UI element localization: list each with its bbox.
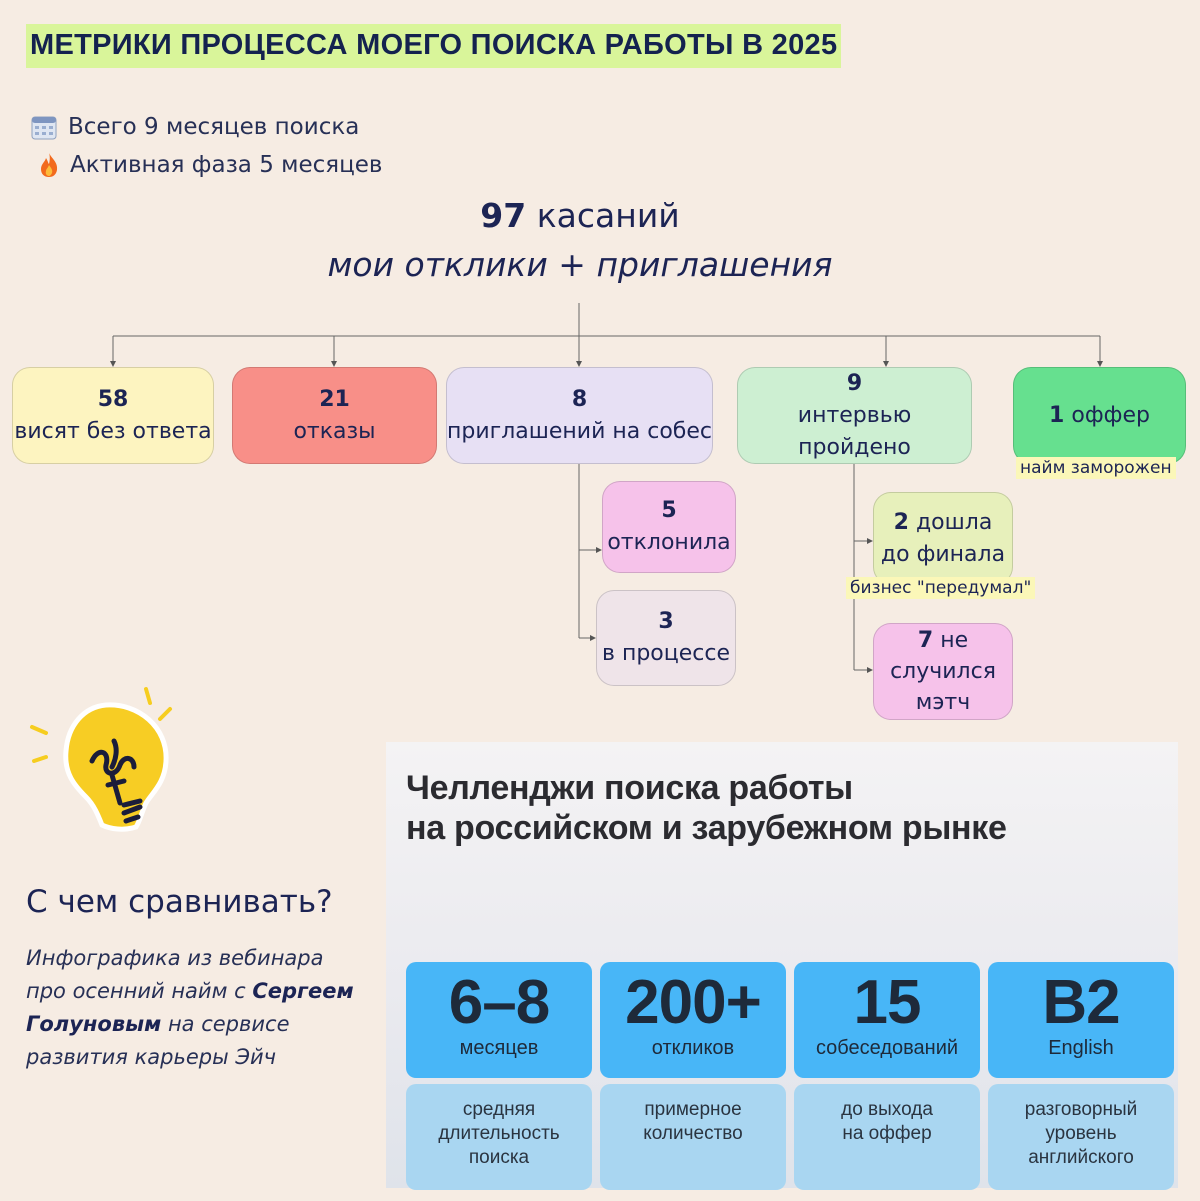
stat-card-english-value: B2 <box>1042 968 1120 1037</box>
box-no-match-line1: 7 не <box>918 625 968 656</box>
box-no-answer-number: 58 <box>97 386 129 412</box>
stat-card-interviews-desc: до выхода на оффер <box>794 1084 980 1190</box>
offer-note: найм заморожен <box>1016 457 1176 479</box>
box-no-match: 7 не случился мэтч <box>873 623 1013 720</box>
final-note: бизнес "передумал" <box>846 577 1036 599</box>
stat-card-english-unit: English <box>1048 1037 1114 1059</box>
stat-card-interviews-unit: собеседований <box>815 1037 959 1059</box>
stat-card-duration: 6–8 месяцев средняя длительность поиска <box>406 962 592 1190</box>
stat-card-desc-line: длительность <box>438 1123 560 1144</box>
box-declined-label: отклонила <box>607 530 731 555</box>
stat-card-desc-line: средняя <box>462 1099 536 1120</box>
stat-card-interviews: 15 собеседований до выхода на оффер <box>794 962 980 1190</box>
box-invitations: 8 приглашений на собес <box>446 367 713 464</box>
box-offer-label: оффер <box>1071 402 1150 428</box>
box-offer-text: 1 оффер <box>1049 400 1150 432</box>
calendar-icon <box>30 113 58 141</box>
stat-card-responses-unit: откликов <box>651 1037 735 1059</box>
box-interviews-label: интервью пройдено <box>797 402 912 460</box>
box-no-match-label-c: мэтч <box>915 690 971 715</box>
stat-card-duration-top: 6–8 месяцев <box>406 962 592 1078</box>
touches-subtitle: мои отклики + приглашения <box>327 245 833 284</box>
stat-card-responses-value: 200+ <box>625 968 762 1037</box>
infographic-title-line1: Челленджи поиска работы <box>406 769 853 807</box>
webinar-text-a: Инфографика из вебинара про осенний найм… <box>26 946 324 1003</box>
box-declined-number: 5 <box>661 498 677 523</box>
stat-card-english: B2 English разговорный уровень английско… <box>988 962 1174 1190</box>
stat-card-responses: 200+ откликов примерное количество <box>600 962 786 1190</box>
box-invitations-label: приглашений на собес <box>447 418 712 444</box>
box-no-match-label-b: случился <box>890 659 996 684</box>
stat-card-desc-line: английского <box>1028 1147 1134 1168</box>
infographic-title: Челленджи поиска работы на российском и … <box>406 768 1007 848</box>
touches-label: касаний <box>536 196 680 235</box>
webinar-speaker: Сергеем Голуновым <box>26 979 354 1036</box>
stat-card-desc-line: уровень <box>1045 1123 1117 1144</box>
infographic-title-line2: на российском и зарубежном рынке <box>406 809 1007 847</box>
box-rejections: 21 отказы <box>232 367 437 464</box>
webinar-text: Инфографика из вебинара про осенний найм… <box>26 942 366 1074</box>
active-phase-text: Активная фаза 5 месяцев <box>70 152 383 178</box>
box-rejections-label: отказы <box>293 418 376 444</box>
box-declined: 5 отклонила <box>602 481 736 573</box>
stat-card-responses-top: 200+ откликов <box>600 962 786 1078</box>
box-offer-number: 1 <box>1049 402 1065 428</box>
box-invitations-number: 8 <box>571 386 588 412</box>
compare-heading: С чем сравнивать? <box>26 884 333 920</box>
stat-card-desc-line: количество <box>643 1123 743 1144</box>
box-no-match-label-a: не <box>940 628 969 653</box>
total-search-text: Всего 9 месяцев поиска <box>68 114 360 140</box>
fire-icon <box>38 151 60 179</box>
box-interviews-number: 9 <box>846 370 863 396</box>
touches-heading: 97 касаний <box>0 196 1160 235</box>
active-phase-line: Активная фаза 5 месяцев <box>38 151 383 179</box>
box-no-answer-label: висят без ответа <box>14 418 212 444</box>
box-in-progress-label: в процессе <box>601 641 730 666</box>
box-no-answer: 58 висят без ответа <box>12 367 214 464</box>
stat-card-interviews-top: 15 собеседований <box>794 962 980 1078</box>
stat-card-desc-line: примерное <box>644 1099 742 1120</box>
stat-card-duration-unit: месяцев <box>459 1037 539 1059</box>
box-final-line1: 2 дошла <box>894 507 993 539</box>
box-final-label-a: дошла <box>915 509 993 535</box>
box-interviews: 9 интервью пройдено <box>737 367 972 464</box>
stat-card-interviews-value: 15 <box>853 968 922 1037</box>
box-rejections-number: 21 <box>319 386 350 412</box>
touches-count: 97 <box>480 196 527 235</box>
stat-card-duration-desc: средняя длительность поиска <box>406 1084 592 1190</box>
box-no-match-number: 7 <box>917 628 934 653</box>
stat-card-desc-line: на оффер <box>842 1123 932 1144</box>
box-final-label-b: до финала <box>880 541 1006 567</box>
webinar-infographic: Челленджи поиска работы на российском и … <box>386 742 1178 1190</box>
lightbulb-icon <box>30 687 172 832</box>
total-search-line: Всего 9 месяцев поиска <box>30 113 359 141</box>
box-final-number: 2 <box>893 509 909 535</box>
webinar-text-b: на сервисе развития карьеры Эйч <box>26 1012 290 1069</box>
box-in-progress-number: 3 <box>658 609 674 634</box>
page-title: МЕТРИКИ ПРОЦЕССА МОЕГО ПОИСКА РАБОТЫ В 2… <box>26 24 842 68</box>
stat-card-desc-line: до выхода <box>841 1099 933 1120</box>
stat-card-english-desc: разговорный уровень английского <box>988 1084 1174 1190</box>
box-in-progress: 3 в процессе <box>596 590 736 686</box>
stat-card-desc-line: разговорный <box>1024 1099 1138 1120</box>
stat-card-english-top: B2 English <box>988 962 1174 1078</box>
box-final: 2 дошла до финала <box>873 492 1013 585</box>
stat-card-duration-value: 6–8 <box>448 968 550 1037</box>
stat-card-responses-desc: примерное количество <box>600 1084 786 1190</box>
stat-card-desc-line: поиска <box>468 1147 530 1168</box>
box-offer: 1 оффер <box>1013 367 1186 464</box>
